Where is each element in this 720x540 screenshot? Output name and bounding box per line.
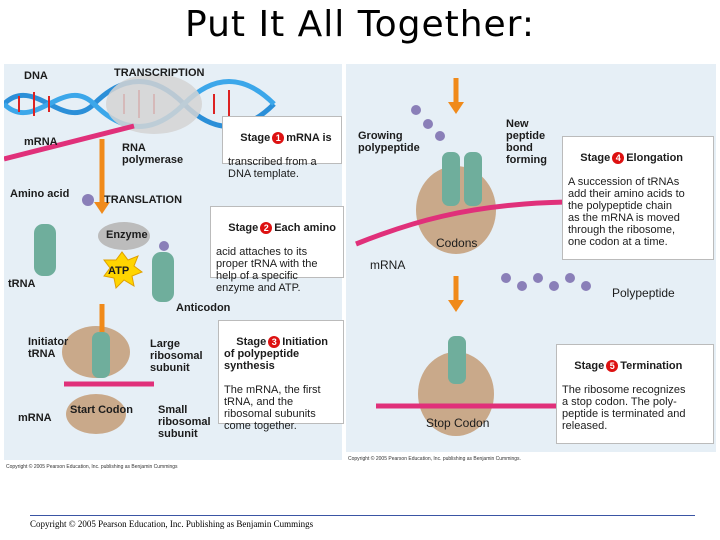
atp-starburst xyxy=(103,251,144,290)
stage1-head: mRNA is xyxy=(286,132,332,144)
termination-trna xyxy=(448,336,466,384)
mrna-strand-top xyxy=(4,123,135,162)
left-diagram-art xyxy=(4,74,276,434)
polypeptide-label: Polypeptide xyxy=(612,286,675,300)
stage2-badge: 2 xyxy=(260,222,273,235)
stage3-title: Stage xyxy=(236,336,267,348)
stage3-text: The mRNA, the first tRNA, and the riboso… xyxy=(224,384,321,433)
stage5-title: Stage xyxy=(574,360,605,372)
stage4-head: Elongation xyxy=(626,152,684,164)
stage5-text: The ribosome recognizes a stop codon. Th… xyxy=(562,384,686,433)
stage5-badge: 5 xyxy=(606,360,619,373)
footer-divider xyxy=(30,515,695,516)
footer-copyright: Copyright © 2005 Pearson Education, Inc.… xyxy=(30,519,314,529)
anticodon-label: Anticodon xyxy=(176,302,231,314)
mrna-top-label: mRNA xyxy=(24,136,58,148)
translation-label: TRANSLATION xyxy=(104,194,183,206)
growing-polypeptide-label: Growing polypeptide xyxy=(358,130,420,154)
stage2-text: acid attaches to its proper tRNA with th… xyxy=(216,246,318,295)
left-diagram-panel: DNA TRANSCRIPTION mRNA RNA polymerase St… xyxy=(4,64,344,470)
dna-label: DNA xyxy=(24,70,48,82)
termination-ribosome xyxy=(418,352,494,436)
initiator-trna-shape xyxy=(92,332,110,378)
right-diagram-art xyxy=(355,78,591,436)
right-mrna-label: mRNA xyxy=(370,258,406,272)
stage3-badge: 3 xyxy=(268,336,281,349)
trna-shape-right xyxy=(152,252,174,302)
stop-codon-label: Stop Codon xyxy=(426,416,490,430)
stage2-head: Each amino xyxy=(274,222,336,234)
small-subunit-shape xyxy=(66,394,126,434)
initiator-trna-label: Initiator tRNA xyxy=(28,336,69,360)
new-peptide-label: New peptide bond forming xyxy=(506,118,547,166)
stage3-head: Initiation of polypeptide synthesis xyxy=(224,336,329,373)
enzyme-shape xyxy=(98,222,150,250)
large-subunit-label: Large ribosomal subunit xyxy=(150,338,203,374)
enzyme-label: Enzyme xyxy=(106,229,148,241)
amino-acid-label: Amino acid xyxy=(10,188,70,200)
stage5-head: Termination xyxy=(620,360,683,372)
stage1-badge: 1 xyxy=(272,132,285,145)
stage2-title: Stage xyxy=(228,222,259,234)
trna-shape-left xyxy=(34,224,56,276)
amino-acid-ball xyxy=(82,194,94,206)
right-copyright: Copyright © 2005 Pearson Education, Inc.… xyxy=(348,456,521,462)
transcription-label: TRANSCRIPTION xyxy=(114,67,205,79)
stage1-title: Stage xyxy=(240,132,271,144)
slide-title: Put It All Together: xyxy=(185,4,535,45)
growing-polypeptide-chain xyxy=(411,105,445,141)
stage1-text: transcribed from a DNA template. xyxy=(228,156,317,181)
small-subunit-label: Small ribosomal subunit xyxy=(158,404,211,440)
right-diagram-panel: New peptide bond forming Growing polypep… xyxy=(346,64,716,462)
codons-label: Codons xyxy=(436,236,478,250)
rna-polymerase-shape xyxy=(106,74,202,134)
elongation-trna-1 xyxy=(442,152,460,206)
polypeptide-chain xyxy=(501,273,591,291)
mrna-bottom-label: mRNA xyxy=(18,412,52,424)
stage4-badge: 4 xyxy=(612,152,625,165)
elongation-trna-2 xyxy=(464,152,482,206)
trna-label: tRNA xyxy=(8,278,36,290)
atp-label: ATP xyxy=(108,265,130,277)
left-copyright: Copyright © 2005 Pearson Education, Inc.… xyxy=(6,464,178,470)
start-codon-label: Start Codon xyxy=(70,404,133,416)
stage4-title: Stage xyxy=(580,152,611,164)
stage4-text: A succession of tRNAs add their amino ac… xyxy=(568,176,685,249)
rna-polymerase-label: RNA polymerase xyxy=(122,142,184,166)
elongation-mrna xyxy=(355,199,567,247)
